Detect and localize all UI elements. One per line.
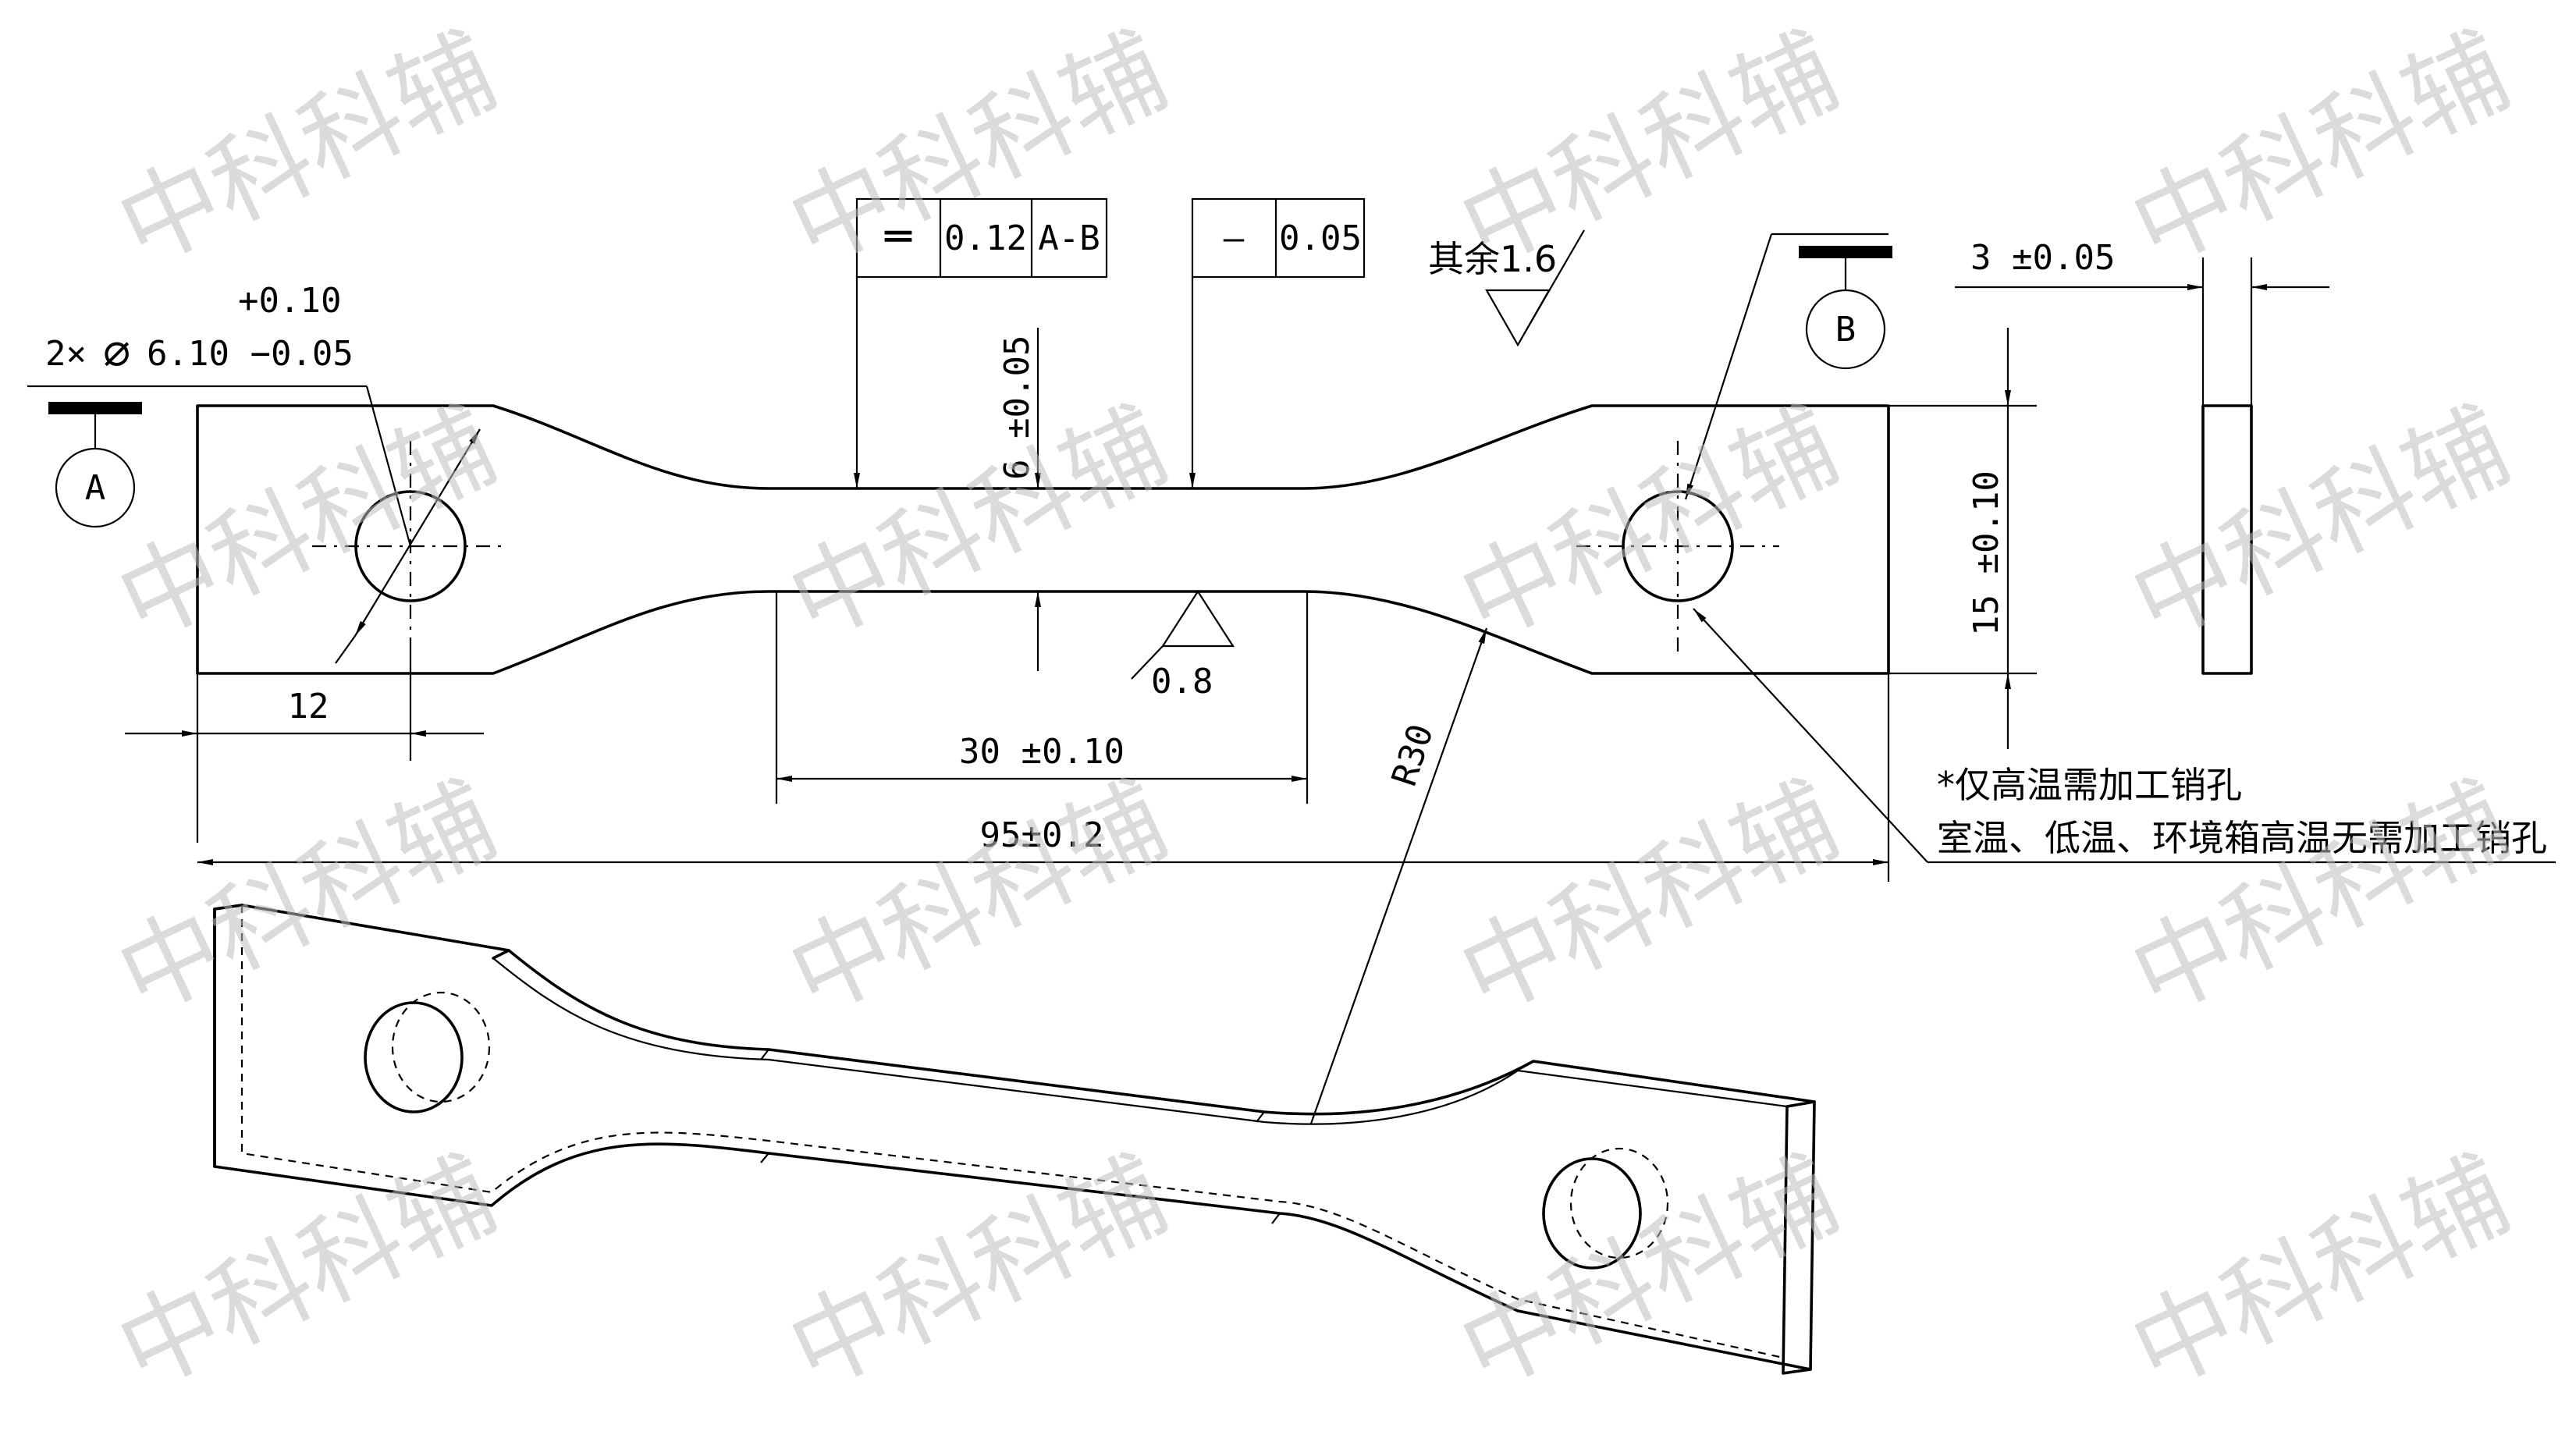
dim-15-text: 15 ±0.10 [1967,471,2006,636]
isometric-view [213,904,1816,1375]
radius-leader: R30 [1309,627,1488,1124]
surface-roughness-gauge: 0.8 [1131,589,1235,701]
watermark: 中科科辅 [1444,13,1855,287]
straightness-symbol: — [1224,218,1245,258]
left-pin-hole [312,428,507,664]
datum-a-label: A [85,468,106,508]
symmetry-symbol: ═ [884,211,912,262]
dim-6-text: 6 ±0.05 [997,336,1037,480]
dim-gauge-length: 30 ±0.10 [775,591,1309,804]
watermark: 中科科辅 [773,762,1184,1036]
dim-hole-offset: 12 [125,652,484,843]
gdt-straightness-frame: — 0.05 [1189,197,1366,488]
diameter-symbol: ∅ [103,326,130,379]
watermark: 中科科辅 [101,762,513,1036]
watermark: 中科科辅 [101,13,513,287]
dim-12-text: 12 [288,687,329,726]
dim-30-text: 30 ±0.10 [959,732,1125,772]
roughness-gauge-text: 0.8 [1151,662,1213,701]
notes: *仅高温需加工销孔 室温、低温、环境箱高温无需加工销孔 [1693,608,2556,864]
hole-count: 2× [45,334,87,374]
note-line-2: 室温、低温、环境箱高温无需加工销孔 [1937,817,2547,859]
dim-thickness-text: 3 ±0.05 [1970,238,2115,278]
watermark: 中科科辅 [1444,1137,1855,1411]
datum-b-label: B [1835,310,1856,350]
note-line-1: *仅高温需加工销孔 [1937,764,2242,806]
watermark: 中科科辅 [2115,388,2526,662]
dim-95-text: 95±0.2 [980,815,1104,855]
datum-a: A [27,385,412,547]
dim-overall-length: 95±0.2 [197,673,1890,882]
watermark: 中科科辅 [101,388,513,662]
hole-upper-tol: +0.10 [238,281,341,321]
symmetry-tolerance: 0.12 [944,218,1027,258]
straightness-tolerance: 0.05 [1279,218,1362,258]
watermark: 中科科辅 [2115,13,2526,287]
dim-gauge-width: 6 ±0.05 [997,328,1041,671]
hole-value: 6.10 −0.05 [147,334,354,374]
watermark: 中科科辅 [2115,1137,2526,1411]
hole-diameter-callout: +0.10 2× ∅ 6.10 −0.05 [45,281,354,379]
symmetry-datum: A-B [1038,218,1100,258]
roughness-other-text: 其余1.6 [1428,238,1557,280]
datum-b: B [1684,233,1892,500]
watermark: 中科科辅 [101,1137,513,1411]
surface-roughness-general: 其余1.6 [1428,229,1585,347]
watermark: 中科科辅 [1444,388,1855,662]
dim-total-width: 15 ±0.10 [1888,328,2037,749]
gdt-symmetry-frame: ═ 0.12 A-B [854,197,1108,488]
watermark: 中科科辅 [773,388,1184,662]
side-view: 3 ±0.05 [1955,238,2329,675]
watermark: 中科科辅 [1444,762,1855,1036]
right-pin-hole [1576,441,1779,652]
